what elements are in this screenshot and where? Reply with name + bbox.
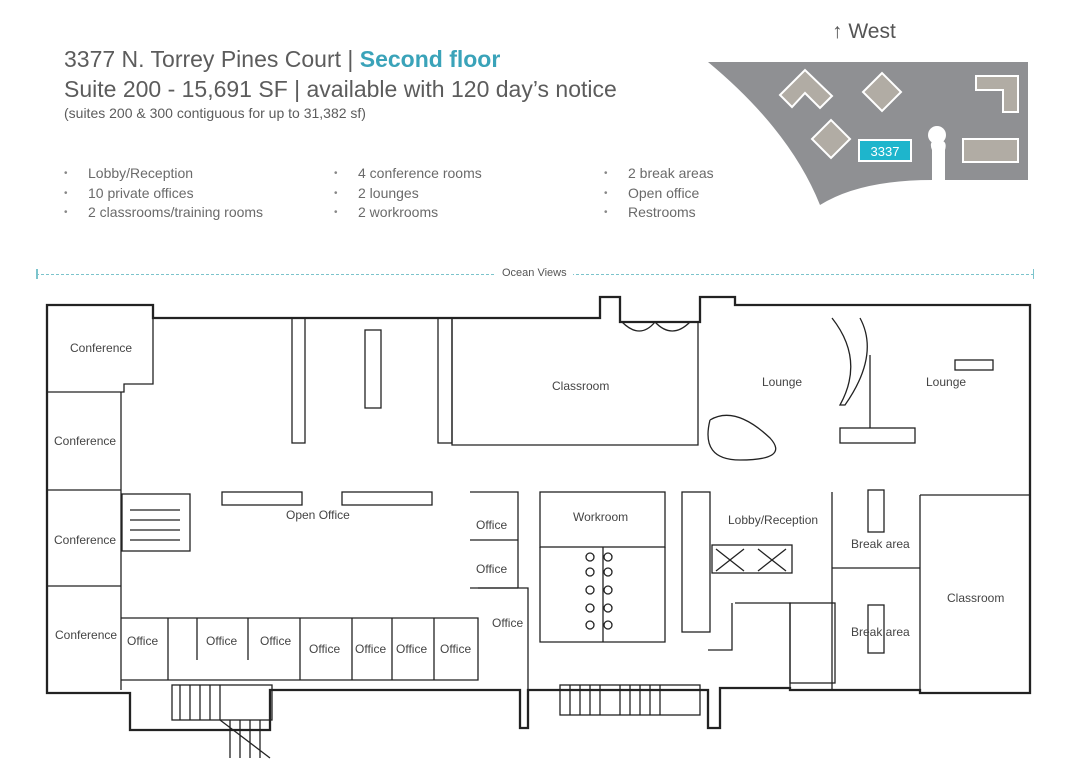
feature-item: Restrooms [604,203,714,223]
room-office: Office [355,642,387,656]
room-office: Office [476,562,508,576]
contiguous-note: (suites 200 & 300 contiguous for up to 3… [64,105,366,121]
room-conference: Conference [55,628,118,642]
room-office: Office [476,518,508,532]
arrow-up-icon: ↑ [832,20,843,43]
ocean-views-label: Ocean Views [496,267,573,279]
room-lounge: Lounge [926,375,967,389]
room-lounge: Lounge [762,375,803,389]
room-office: Office [492,616,524,630]
feature-list-1: Lobby/Reception 10 private offices 2 cla… [64,164,263,223]
floor-label: Second floor [359,46,501,72]
room-office: Office [309,642,341,656]
feature-item: Lobby/Reception [64,164,263,184]
ocean-views-line: Ocean Views [36,267,1034,283]
room-lobby-reception: Lobby/Reception [728,513,819,527]
room-conference: Conference [54,434,117,448]
room-conference: Conference [54,533,117,547]
room-office: Office [206,634,238,648]
room-workroom: Workroom [573,510,629,524]
building-label: 3337 [871,144,900,159]
room-break-area: Break area [851,537,910,551]
room-office: Office [440,642,472,656]
feature-item: 2 workrooms [334,203,482,223]
feature-item: 2 lounges [334,184,482,204]
feature-list-3: 2 break areas Open office Restrooms [604,164,714,223]
feature-item: 2 break areas [604,164,714,184]
room-office: Office [260,634,292,648]
room-office: Office [127,634,159,648]
feature-item: 10 private offices [64,184,263,204]
compass: ↑ West [832,20,896,44]
site-map: 3337 [708,62,1028,205]
floor-plan [45,295,1032,759]
header: 3377 N. Torrey Pines Court | Second floo… [64,44,617,122]
feature-item: 4 conference rooms [334,164,482,184]
room-classroom: Classroom [552,379,610,393]
suite-info: Suite 200 - 15,691 SF | available with 1… [64,76,617,102]
room-office: Office [396,642,428,656]
compass-label: West [848,20,896,43]
feature-item: 2 classrooms/training rooms [64,203,263,223]
room-conference: Conference [70,341,133,355]
room-open-office: Open Office [286,508,350,522]
address: 3377 N. Torrey Pines Court | [64,46,360,72]
room-classroom: Classroom [947,591,1005,605]
title: 3377 N. Torrey Pines Court | Second floo… [64,44,617,74]
feature-list-2: 4 conference rooms 2 lounges 2 workrooms [334,164,482,223]
feature-item: Open office [604,184,714,204]
room-break-area: Break area [851,625,910,639]
